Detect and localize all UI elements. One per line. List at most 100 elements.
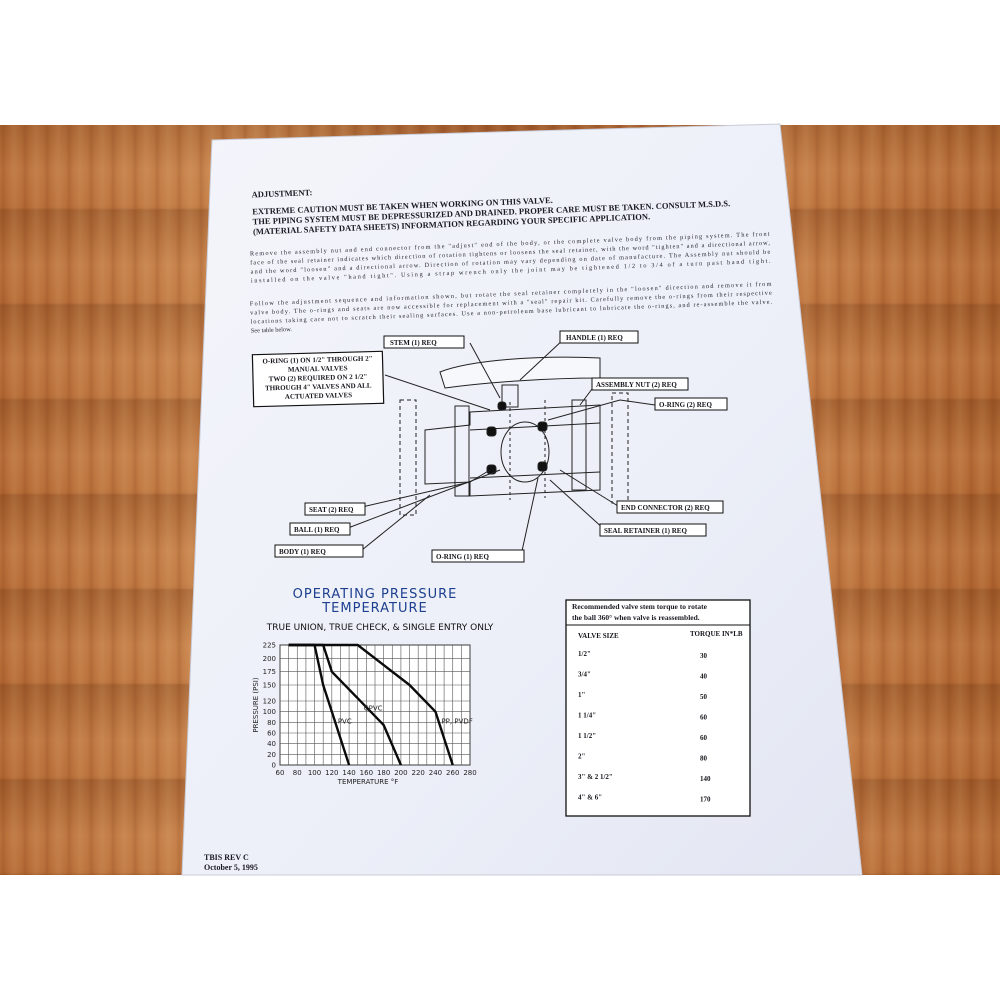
repair-line: See table below. — [251, 326, 293, 335]
chart-subtitle: TEMPERATURE — [321, 601, 428, 616]
leader-line — [547, 399, 656, 421]
chart-x-tick-label: 100 — [308, 769, 321, 777]
leader-line — [559, 469, 619, 507]
footer: TBIS REV C October 5, 1995 — [204, 853, 258, 872]
torque-row-value: 30 — [700, 652, 708, 660]
part-label-seal-retainer: SEAL RETAINER (1) REQ — [599, 523, 707, 537]
chart-y-tick-label: 120 — [263, 698, 276, 706]
background-bottom — [0, 875, 1000, 1000]
torque-row-size: 3/4" — [578, 671, 591, 679]
svg-text:ASSEMBLY NUT (2) REQ: ASSEMBLY NUT (2) REQ — [596, 381, 677, 389]
svg-text:SEAL RETAINER (1) REQ: SEAL RETAINER (1) REQ — [604, 527, 687, 535]
torque-row-value: 140 — [700, 775, 711, 783]
part-label-seat: SEAT (2) REQ — [304, 502, 366, 516]
svg-text:O-RING (1) REQ: O-RING (1) REQ — [436, 553, 489, 561]
chart-x-tick-label: 180 — [377, 769, 390, 777]
torque-row-value: 60 — [700, 714, 708, 722]
svg-text:END CONNECTOR (2) REQ: END CONNECTOR (2) REQ — [621, 504, 710, 512]
leader-line — [469, 342, 501, 399]
torque-row-value: 170 — [700, 796, 711, 804]
oring-mark — [486, 464, 497, 475]
chart-x-tick-label: 80 — [293, 769, 302, 777]
chart-x-tick-label: 200 — [394, 769, 407, 777]
section-title: ADJUSTMENT: — [251, 187, 312, 199]
oring-mark — [497, 401, 507, 411]
chart-x-tick-label: 240 — [429, 769, 442, 777]
torque-header-torque: TORQUE IN*LB — [690, 630, 743, 638]
oring-note-box: O-RING (1) ON 1/2" THROUGH 2" MANUAL VAL… — [251, 350, 385, 408]
torque-table-frame — [565, 599, 751, 817]
chart-x-tick-label: 140 — [342, 769, 355, 777]
part-label-ball: BALL (1) REQ — [289, 522, 351, 536]
leader-line — [519, 337, 566, 381]
pressure-temperature-chart: OPERATING PRESSURE TEMPERATURE TRUE UNIO… — [252, 587, 494, 786]
part-label-body: BODY (1) REQ — [274, 544, 364, 558]
oring-mark — [537, 421, 548, 432]
torque-row-size: 1 1/2" — [578, 732, 596, 740]
svg-text:HANDLE (1) REQ: HANDLE (1) REQ — [566, 334, 623, 342]
chart-x-tick-label: 280 — [463, 769, 476, 777]
leader-line — [361, 469, 491, 508]
oring-mark — [486, 426, 497, 437]
leader-line — [549, 479, 606, 531]
oring-note-line: THROUGH 4" VALVES AND ALL — [265, 382, 372, 393]
chart-y-tick-label: 40 — [267, 740, 276, 748]
svg-text:STEM (1) REQ: STEM (1) REQ — [390, 339, 437, 347]
assembly-nut-left — [454, 405, 470, 497]
torque-row-size: 1" — [578, 691, 586, 699]
leader-line — [347, 469, 501, 529]
chart-y-tick-label: 20 — [267, 751, 276, 759]
svg-text:SEAT (2) REQ: SEAT (2) REQ — [309, 506, 354, 514]
svg-text:O-RING (2) REQ: O-RING (2) REQ — [659, 401, 712, 409]
chart-grid — [279, 644, 471, 766]
chart-y-tick-label: 175 — [263, 668, 276, 676]
torque-rows: 1/2"303/4"401"501 1/4"601 1/2"602"803" &… — [578, 650, 711, 804]
torque-row-value: 40 — [700, 673, 708, 681]
torque-row-size: 1 1/4" — [578, 712, 596, 720]
assembly-nut-right — [571, 399, 587, 491]
end-connector-left-outline — [399, 399, 417, 516]
oring-note-line: TWO (2) REQUIRED ON 2 1/2" — [269, 373, 368, 384]
valve-body-outline — [424, 404, 601, 497]
chart-x-tick-label: 260 — [446, 769, 459, 777]
svg-text:BALL (1) REQ: BALL (1) REQ — [294, 526, 340, 534]
oring-note-line: O-RING (1) ON 1/2" THROUGH 2" — [262, 355, 372, 366]
part-label-assembly-nut: ASSEMBLY NUT (2) REQ — [591, 377, 689, 391]
footer-rev: TBIS REV C — [204, 853, 249, 862]
torque-caption-line: Recommended valve stem torque to rotate — [572, 602, 708, 611]
chart-y-tick-label: 60 — [267, 730, 276, 738]
part-label-oring-right: O-RING (2) REQ — [654, 397, 728, 411]
part-label-stem: STEM (1) REQ — [383, 335, 465, 349]
chart-y-tick-label: 200 — [263, 655, 276, 663]
chart-x-tick-label: 160 — [360, 769, 373, 777]
leader-line — [361, 494, 431, 551]
chart-y-tick-label: 225 — [263, 642, 276, 650]
svg-text:BODY (1) REQ: BODY (1) REQ — [279, 548, 326, 556]
torque-row-size: 1/2" — [578, 650, 591, 658]
torque-header-size: VALVE SIZE — [578, 632, 619, 640]
chart-series-label: PP, PVDF — [441, 718, 472, 726]
chart-y-tick-label: 100 — [263, 708, 276, 716]
chart-y-tick-label: 150 — [263, 682, 276, 690]
background-top — [0, 0, 1000, 125]
torque-caption-line: the ball 360° when valve is reassembled. — [572, 613, 700, 622]
torque-table: Recommended valve stem torque to rotate … — [565, 599, 751, 817]
torque-row-size: 2" — [578, 753, 586, 761]
chart-y-tick-label: 0 — [272, 762, 276, 770]
chart-y-label: PRESSURE (PSI) — [252, 677, 260, 732]
chart-note: TRUE UNION, TRUE CHECK, & SINGLE ENTRY O… — [266, 623, 494, 633]
ball-outline — [500, 421, 550, 483]
leader-line — [384, 374, 491, 411]
chart-series-line — [288, 643, 454, 766]
valve-diagram — [347, 337, 656, 552]
chart-x-label: TEMPERATURE °F — [337, 778, 399, 786]
chart-x-tick-label: 120 — [325, 769, 338, 777]
part-label-end-connector: END CONNECTOR (2) REQ — [616, 500, 724, 514]
part-label-handle: HANDLE (1) REQ — [559, 330, 639, 344]
chart-x-tick-label: 60 — [276, 769, 285, 777]
stem-outline — [501, 384, 519, 408]
